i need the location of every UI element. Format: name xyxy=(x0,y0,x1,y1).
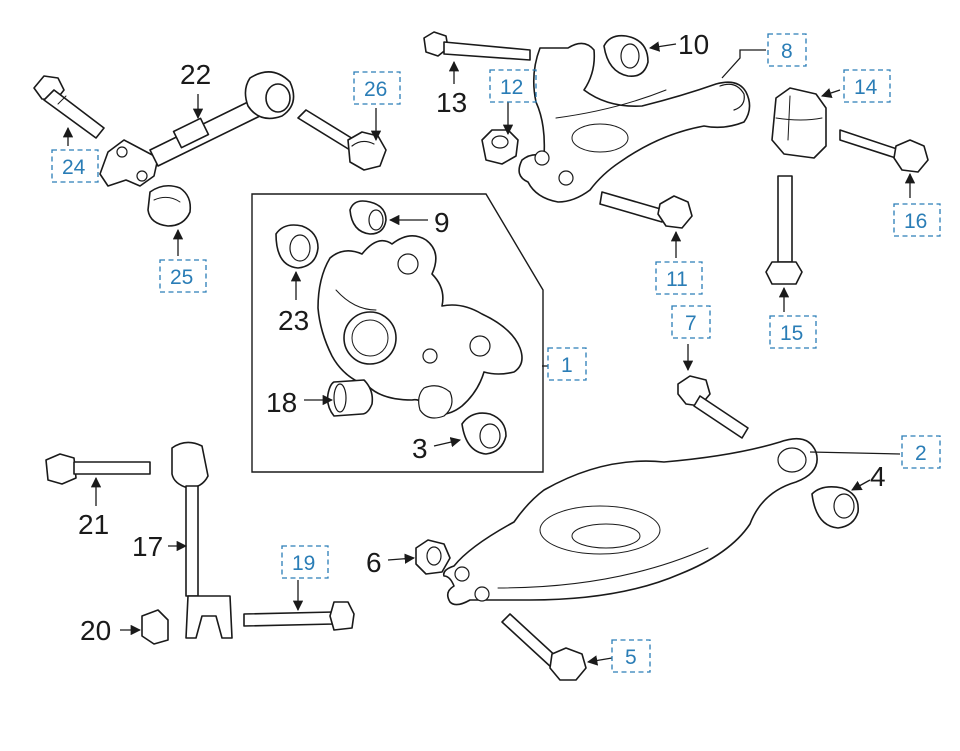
bushing-part-4 xyxy=(811,486,859,529)
nut-part-20 xyxy=(141,609,169,645)
bolt-part-26 xyxy=(297,109,387,171)
callout-17: 17 xyxy=(132,531,163,562)
callout-16: 16 xyxy=(904,210,927,233)
nut-part-6 xyxy=(415,539,451,575)
callout-3: 3 xyxy=(412,433,428,464)
boxed-callout-1: 1 xyxy=(547,347,587,381)
boxed-callout-25: 25 xyxy=(159,259,207,293)
callout-6: 6 xyxy=(366,547,382,578)
callout-7: 7 xyxy=(685,312,697,335)
leader-lines xyxy=(62,41,916,666)
link-part-17 xyxy=(171,441,233,639)
callout-24: 24 xyxy=(62,156,86,179)
bushing-part-10 xyxy=(603,34,649,78)
boxed-callout-11: 11 xyxy=(655,261,703,295)
bolt-part-13 xyxy=(423,31,531,61)
boxed-callout-2: 2 xyxy=(901,435,941,469)
bolt-part-7 xyxy=(677,375,749,439)
boxed-callout-24: 24 xyxy=(51,149,99,183)
bushing-part-25 xyxy=(147,184,192,227)
bolt-part-21 xyxy=(45,453,151,485)
callout-1: 1 xyxy=(561,354,573,377)
callout-22: 22 xyxy=(180,59,211,90)
boxed-callout-7: 7 xyxy=(671,305,711,339)
callout-12: 12 xyxy=(500,76,523,99)
bolt-part-16 xyxy=(839,129,929,173)
callout-9: 9 xyxy=(434,207,450,238)
toe-link-part-22 xyxy=(99,71,295,187)
callout-19: 19 xyxy=(292,552,315,575)
callout-18: 18 xyxy=(266,387,297,418)
callout-8: 8 xyxy=(781,40,793,63)
bolt-part-15 xyxy=(765,175,803,285)
callout-11: 11 xyxy=(666,268,688,291)
boxed-callout-14: 14 xyxy=(843,69,891,103)
bolt-part-5 xyxy=(501,613,587,681)
bushing-part-23 xyxy=(275,224,319,269)
lower-control-arm-part-2 xyxy=(442,437,818,606)
knuckle-assembly-frame xyxy=(251,193,544,473)
bolt-part-19 xyxy=(243,601,355,631)
callout-23: 23 xyxy=(278,305,309,336)
boxed-callout-15: 15 xyxy=(769,315,817,349)
callout-10: 10 xyxy=(678,29,709,60)
callout-20: 20 xyxy=(80,615,111,646)
bolt-part-11 xyxy=(599,191,693,229)
callout-13: 13 xyxy=(436,87,467,118)
bushing-part-3 xyxy=(461,412,507,455)
bushing-part-18 xyxy=(326,379,374,417)
boxed-callout-8: 8 xyxy=(767,33,807,67)
boxed-callout-26: 26 xyxy=(353,71,401,105)
boxed-callout-12: 12 xyxy=(489,69,537,103)
bushing-part-14 xyxy=(771,87,827,159)
callout-15: 15 xyxy=(780,322,803,345)
callout-25: 25 xyxy=(170,266,193,289)
nut-part-12 xyxy=(481,129,519,165)
callout-4: 4 xyxy=(870,461,886,492)
callout-21: 21 xyxy=(78,509,109,540)
callout-5: 5 xyxy=(625,646,637,669)
callout-26: 26 xyxy=(364,78,387,101)
boxed-callout-19: 19 xyxy=(281,545,329,579)
callout-2: 2 xyxy=(915,442,927,465)
boxed-callout-5: 5 xyxy=(611,639,651,673)
bolt-part-24 xyxy=(33,75,105,139)
callout-14: 14 xyxy=(854,76,878,99)
bushing-part-9 xyxy=(349,200,387,235)
boxed-callout-16: 16 xyxy=(893,203,941,237)
upper-control-arm-part-8 xyxy=(518,42,751,203)
knuckle-body xyxy=(317,235,523,419)
